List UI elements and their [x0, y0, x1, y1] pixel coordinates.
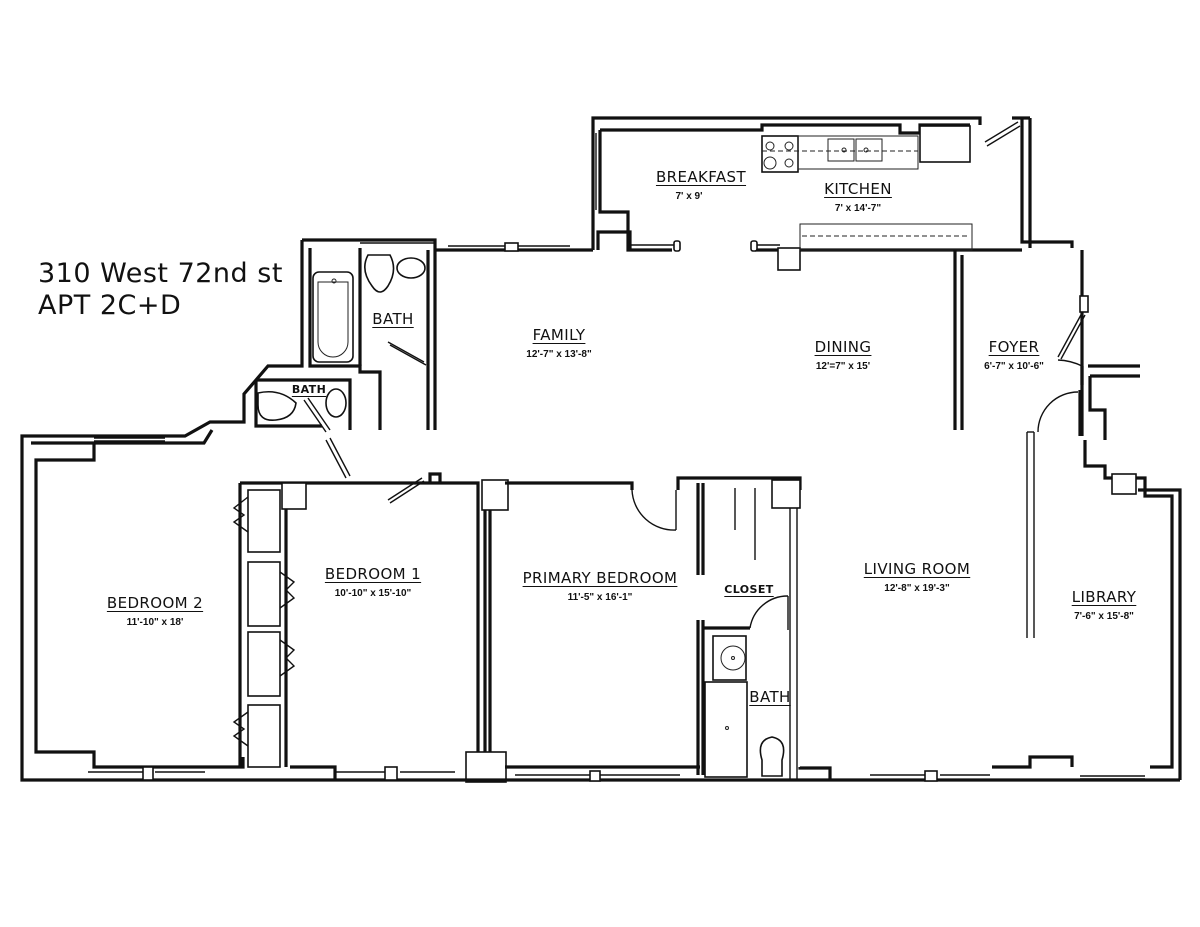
room-name: PRIMARY BEDROOM: [522, 569, 678, 587]
room-name: LIBRARY: [1071, 588, 1137, 606]
room-dimensions: 12'-7" x 13'-8": [526, 349, 592, 360]
room-name: FOYER: [988, 338, 1040, 356]
room-name: BREAKFAST: [655, 168, 747, 186]
room-dimensions: 11'-5" x 16'-1": [567, 592, 633, 603]
room-name: BATH: [749, 688, 791, 706]
room-dimensions: 7' x 9': [675, 191, 703, 202]
room-dimensions: 12'=7" x 15': [815, 361, 871, 372]
room-name: CLOSET: [724, 583, 774, 596]
room-name: DINING: [814, 338, 872, 356]
room-name: BATH: [372, 310, 414, 328]
room-hall-bath: BATH: [372, 310, 413, 329]
room-name: BEDROOM 1: [324, 565, 422, 583]
room-bedroom-1: BEDROOM 1 10'-10" x 15'-10": [325, 565, 421, 599]
address-line: 310 West 72nd st: [38, 258, 283, 289]
room-foyer: FOYER 6'-7" x 10'-6": [984, 338, 1044, 372]
room-name: BEDROOM 2: [106, 594, 204, 612]
room-small-bath: BATH: [292, 380, 326, 398]
room-name: BATH: [291, 383, 327, 396]
apartment-number: APT 2C+D: [38, 290, 182, 321]
room-dimensions: 10'-10" x 15'-10": [334, 588, 412, 599]
room-dimensions: 12'-8" x 19'-3": [884, 583, 950, 594]
room-dimensions: 7'-6" x 15'-8": [1074, 611, 1134, 622]
room-living-room: LIVING ROOM 12'-8" x 19'-3": [864, 560, 970, 594]
room-name: KITCHEN: [824, 180, 892, 198]
room-primary-bedroom: PRIMARY BEDROOM 11'-5" x 16'-1": [523, 569, 678, 603]
room-dining: DINING 12'=7" x 15': [815, 338, 872, 372]
main-shell-walls: [20, 238, 1182, 783]
room-closet: CLOSET: [724, 580, 773, 598]
room-bedroom-2: BEDROOM 2 11'-10" x 18': [107, 594, 203, 628]
room-name: LIVING ROOM: [863, 560, 971, 578]
room-dimensions: 7' x 14'-7": [834, 203, 882, 214]
room-primary-bath: BATH: [749, 688, 790, 707]
room-name: FAMILY: [532, 326, 586, 344]
kitchen-wing-walls: [591, 116, 1074, 271]
room-kitchen: KITCHEN 7' x 14'-7": [824, 180, 892, 214]
room-library: LIBRARY 7'-6" x 15'-8": [1072, 588, 1137, 622]
room-dimensions: 6'-7" x 10'-6": [984, 361, 1044, 372]
room-breakfast: BREAKFAST 7' x 9': [656, 168, 746, 202]
room-family: FAMILY 12'-7" x 13'-8": [526, 326, 591, 360]
kitchen-fixtures: [761, 125, 973, 251]
room-dimensions: 11'-10" x 18': [126, 617, 184, 628]
